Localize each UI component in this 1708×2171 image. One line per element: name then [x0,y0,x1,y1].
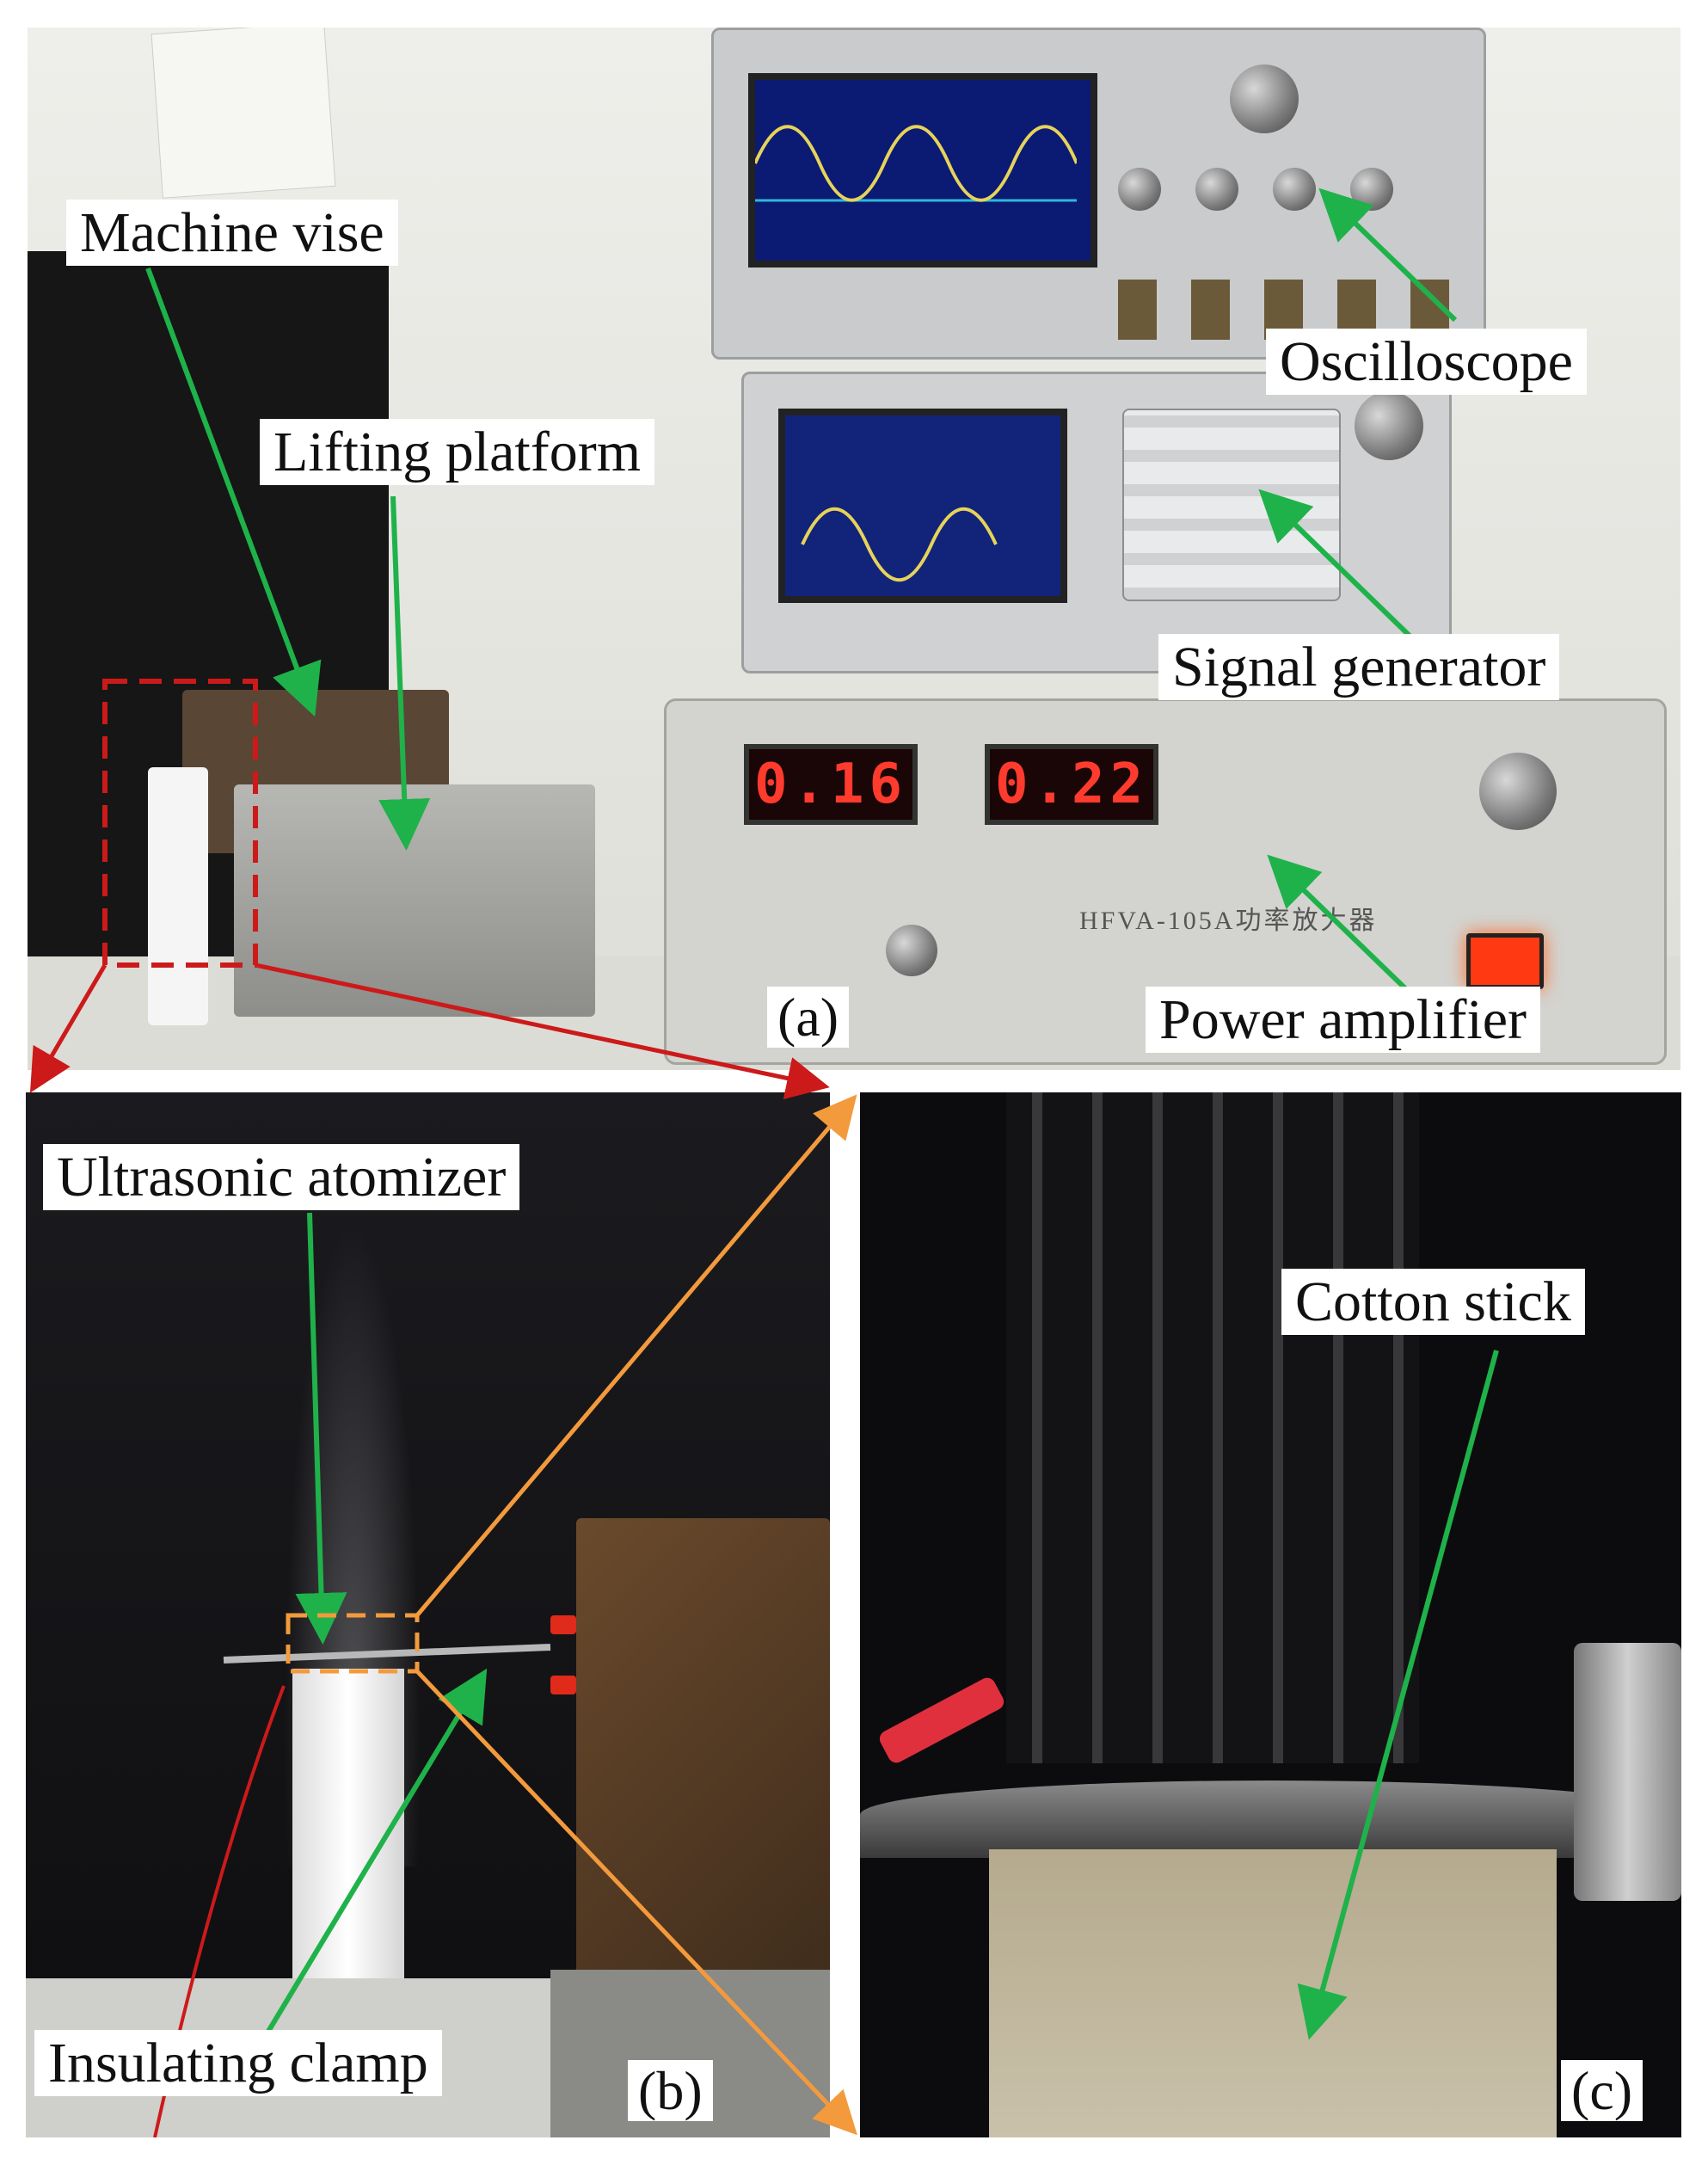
signal-generator-device [741,372,1452,673]
photo-panel-c: Cotton stick (c) [860,1092,1681,2137]
amplifier-display-left: 0.16 [744,744,918,825]
oscilloscope-knob [1273,168,1316,211]
oscilloscope-knob [1195,168,1238,211]
oscilloscope-knob [1118,168,1161,211]
signal-generator-screen [778,409,1067,603]
cotton-stick-surface [989,1849,1557,2137]
keypad-area [1122,409,1341,601]
oscilloscope-knob [1230,65,1299,133]
panel-tag-c: (c) [1561,2060,1643,2122]
oscilloscope-waveform [753,125,1078,202]
amplifier-model-text: HFVA-105A功率放大器 [1079,907,1378,935]
label-cotton-stick: Cotton stick [1281,1269,1585,1336]
paper-note [151,28,336,199]
vise-block [576,1518,830,1991]
metal-clamp [1574,1643,1681,1901]
clamp-red-tip [550,1615,576,1634]
signal-generator-knob [1355,391,1423,460]
label-oscilloscope: Oscilloscope [1266,329,1587,396]
label-machine-vise: Machine vise [66,200,398,267]
signal-generator-waveform [801,507,998,582]
label-ultrasonic-atomizer: Ultrasonic atomizer [43,1144,520,1211]
photo-panel-a: 0.16 0.22 HFVA-105A功率放大器 Machine vise Li… [28,28,1680,1070]
power-switch [1466,933,1544,989]
amplifier-main-knob [1479,753,1557,830]
clamp-red-tip [550,1676,576,1694]
oscilloscope-screen [748,73,1097,268]
mist-streaks [1006,1092,1419,1763]
photo-panel-b: Ultrasonic atomizer Insulating clamp (b) [26,1092,830,2137]
amplifier-gain-knob [886,925,937,976]
label-insulating-clamp: Insulating clamp [34,2030,442,2097]
lifting-platform-object [234,784,595,1017]
amplifier-display-right: 0.22 [985,744,1158,825]
label-lifting-platform: Lifting platform [260,419,655,486]
oscilloscope-knob [1350,168,1393,211]
label-power-amplifier: Power amplifier [1146,987,1541,1054]
oscilloscope-device [711,28,1486,360]
white-insulator-object [148,767,208,1025]
panel-tag-a: (a) [767,987,850,1049]
label-signal-generator: Signal generator [1158,634,1560,701]
panel-tag-b: (b) [628,2060,713,2122]
atomizer-rim [860,1780,1681,1858]
